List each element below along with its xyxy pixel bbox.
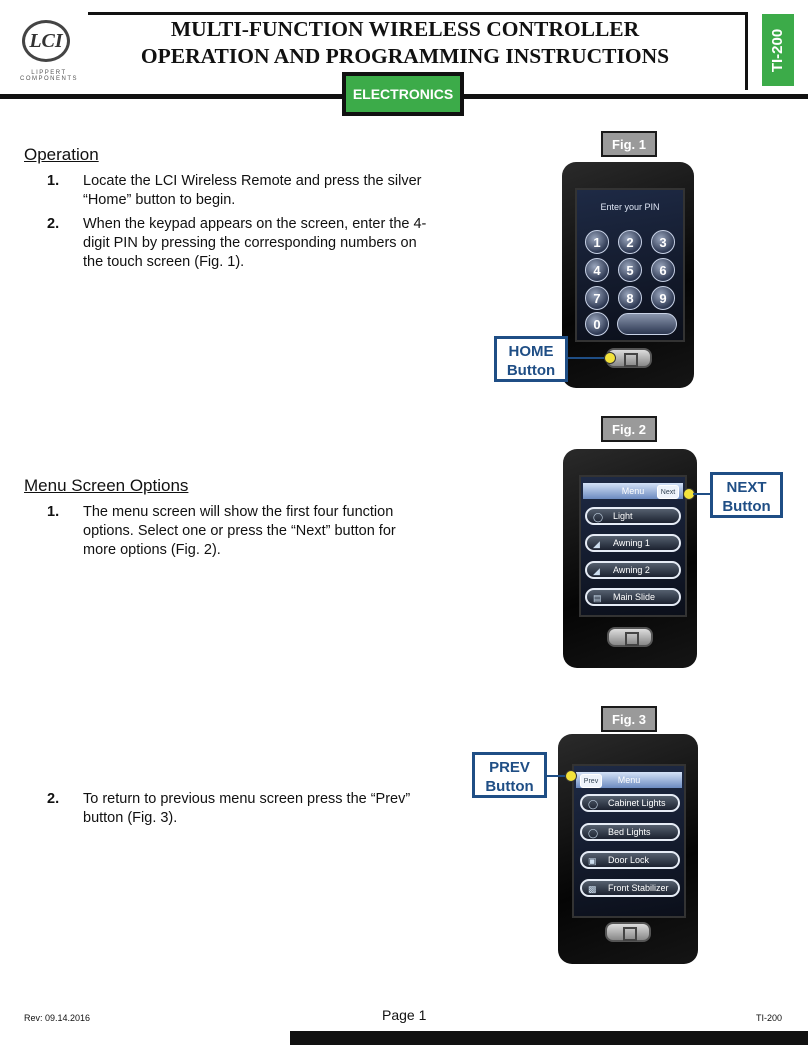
callout-line-1: HOME	[508, 343, 554, 360]
menu-item-front-stabilizer[interactable]: ▩ Front Stabilizer	[580, 879, 680, 897]
logo-text: LCI	[29, 29, 63, 52]
bulb-icon: ◯	[588, 828, 599, 838]
footer-bar	[290, 1031, 808, 1045]
operation-step-2: 2. When the keypad appears on the screen…	[47, 215, 428, 272]
menu-heading: Menu Screen Options	[24, 476, 189, 495]
key-9[interactable]: 9	[651, 286, 675, 310]
menu-item-label: Bed Lights	[608, 827, 651, 837]
callout-line-2: Button	[506, 362, 556, 379]
key-3[interactable]: 3	[651, 230, 675, 254]
operation-heading: Operation	[24, 145, 99, 164]
menu-step-2: 2. To return to previous menu screen pre…	[47, 790, 428, 828]
key-4[interactable]: 4	[585, 258, 609, 282]
menu-item-bed-lights[interactable]: ◯ Bed Lights	[580, 823, 680, 841]
menu-item-label: Awning 2	[613, 565, 650, 575]
fig-label-text: Fig. 1	[603, 133, 655, 155]
callout-line-2: Button	[722, 498, 771, 515]
menu-item-awning-2[interactable]: ◢ Awning 2	[585, 561, 681, 579]
document-title: MULTI-FUNCTION WIRELESS CONTROLLER OPERA…	[95, 16, 715, 70]
fig-3-label: Fig. 3	[601, 706, 657, 732]
bulb-icon: ◯	[593, 512, 604, 522]
key-0[interactable]: 0	[585, 312, 609, 336]
key-1[interactable]: 1	[585, 230, 609, 254]
step-text: To return to previous menu screen press …	[83, 791, 411, 826]
title-line-1: MULTI-FUNCTION WIRELESS CONTROLLER	[170, 17, 640, 41]
slide-icon: ▤	[593, 593, 602, 603]
stabilizer-icon: ▩	[588, 884, 597, 894]
home-leader-line	[568, 357, 606, 359]
next-leader-line	[693, 493, 710, 495]
key-2[interactable]: 2	[618, 230, 642, 254]
menu-item-label: Light	[613, 511, 633, 521]
menu-item-awning-1[interactable]: ◢ Awning 1	[585, 534, 681, 552]
callout-line-2: Button	[485, 778, 534, 795]
menu-item-label: Cabinet Lights	[608, 798, 666, 808]
fig-label-text: Fig. 2	[603, 418, 655, 440]
doc-code-text: TI-200	[769, 28, 787, 72]
next-callout: NEXT Button	[710, 472, 783, 518]
step-number: 2.	[47, 216, 60, 232]
revision-date: Rev: 09.14.2016	[24, 1013, 91, 1023]
callout-line-1: NEXT	[726, 479, 767, 496]
key-6[interactable]: 6	[651, 258, 675, 282]
step-text: Locate the LCI Wireless Remote and press…	[83, 173, 422, 208]
key-5[interactable]: 5	[618, 258, 642, 282]
prev-button[interactable]: Prev	[580, 774, 602, 788]
lock-icon: ▣	[588, 856, 597, 866]
category-badge: ELECTRONICS	[342, 72, 464, 116]
prev-callout: PREV Button	[472, 752, 547, 798]
menu-item-label: Door Lock	[608, 855, 650, 865]
menu-step-1: 1. The menu screen will show the first f…	[47, 503, 428, 560]
step-text: When the keypad appears on the screen, e…	[83, 216, 427, 270]
remote-fig-3: Menu Prev ◯ Cabinet Lights ◯ Bed Lights ▣ D…	[558, 734, 698, 964]
remote-fig-1: Enter your PIN 1 2 3 4 5 6 7 8 9 0	[562, 162, 694, 388]
title-frame	[88, 12, 748, 90]
page-number: Page 1	[382, 1007, 427, 1023]
menu-item-cabinet-lights[interactable]: ◯ Cabinet Lights	[580, 794, 680, 812]
bulb-icon: ◯	[588, 799, 599, 809]
prev-leader-line	[547, 775, 567, 777]
fig-1-label: Fig. 1	[601, 131, 657, 157]
awning-icon: ◢	[593, 566, 600, 576]
home-marker-dot	[604, 352, 616, 364]
operation-step-1: 1. Locate the LCI Wireless Remote and pr…	[47, 172, 428, 210]
category-label: ELECTRONICS	[346, 76, 460, 112]
menu-title-bar: Menu	[576, 772, 682, 788]
menu-item-main-slide[interactable]: ▤ Main Slide	[585, 588, 681, 606]
footer-doc-code: TI-200	[756, 1013, 783, 1023]
step-number: 1.	[47, 173, 60, 189]
home-button[interactable]	[606, 348, 652, 368]
step-text: The menu screen will show the first four…	[83, 504, 396, 558]
menu-item-light[interactable]: ◯ Light	[585, 507, 681, 525]
awning-icon: ◢	[593, 539, 600, 549]
key-8[interactable]: 8	[618, 286, 642, 310]
menu-screen-2: Menu Prev ◯ Cabinet Lights ◯ Bed Lights ▣ D…	[572, 764, 686, 918]
pin-prompt: Enter your PIN	[600, 202, 660, 212]
prev-marker-dot	[565, 770, 577, 782]
title-line-2: OPERATION AND PROGRAMMING INSTRUCTIONS	[140, 44, 670, 68]
pin-screen: Enter your PIN 1 2 3 4 5 6 7 8 9 0	[575, 188, 685, 342]
home-button[interactable]	[605, 922, 651, 942]
doc-code-tab: TI-200	[762, 14, 794, 86]
home-callout: HOME Button	[494, 336, 568, 382]
menu-screen-1: Menu Next ◯Light ◢Awning 1 ◢Awning 2 ▤Ma…	[579, 475, 687, 617]
menu-item-door-lock[interactable]: ▣ Door Lock	[580, 851, 680, 869]
logo-subtitle: LIPPERT COMPONENTS	[19, 70, 78, 82]
callout-line-1: PREV	[489, 759, 530, 776]
menu-item-label: Front Stabilizer	[608, 883, 669, 893]
fig-2-label: Fig. 2	[601, 416, 657, 442]
enter-key[interactable]	[617, 313, 677, 335]
step-number: 2.	[47, 791, 60, 807]
step-number: 1.	[47, 504, 60, 520]
menu-item-label: Awning 1	[613, 538, 650, 548]
lci-logo: LCI	[22, 20, 70, 62]
fig-label-text: Fig. 3	[603, 708, 655, 730]
remote-fig-2: Menu Next ◯Light ◢Awning 1 ◢Awning 2 ▤Ma…	[563, 449, 697, 668]
key-7[interactable]: 7	[585, 286, 609, 310]
menu-item-label: Main Slide	[613, 592, 656, 602]
home-button[interactable]	[607, 627, 653, 647]
next-button[interactable]: Next	[657, 485, 679, 499]
